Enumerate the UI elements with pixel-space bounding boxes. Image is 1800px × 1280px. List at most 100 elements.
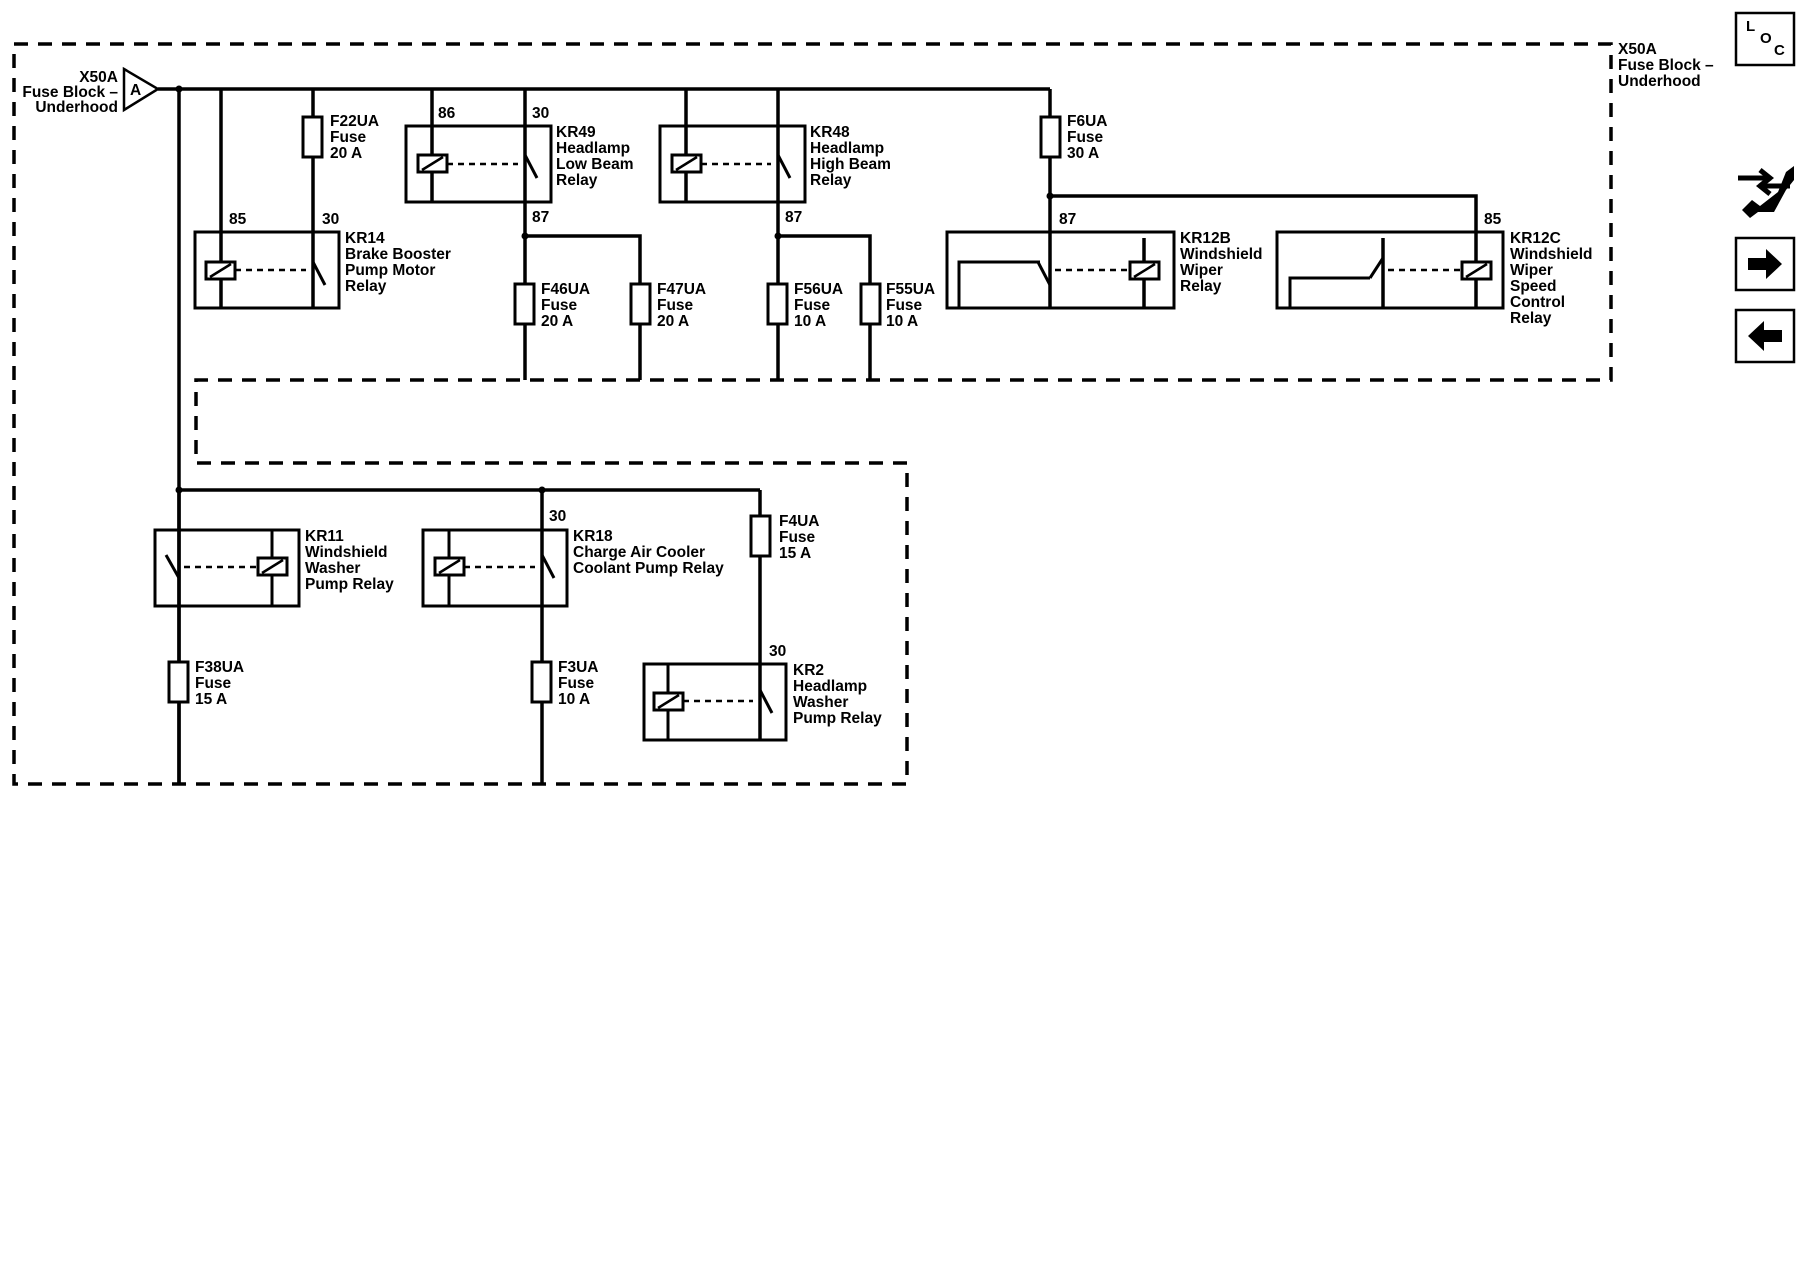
relay-kr14 <box>193 230 341 310</box>
svg-text:O: O <box>1760 30 1772 47</box>
location-icon[interactable]: L O C <box>1734 11 1796 67</box>
svg-text:KR11: KR11 <box>305 528 344 545</box>
svg-text:Underhood: Underhood <box>1618 73 1701 90</box>
connector-desc-2: Underhood <box>35 99 118 116</box>
fuse-f55ua <box>859 282 882 326</box>
fuse-f22ua <box>301 115 324 159</box>
svg-text:Windshield: Windshield <box>1510 246 1593 263</box>
svg-text:Charge Air Cooler: Charge Air Cooler <box>573 544 705 561</box>
svg-text:High Beam: High Beam <box>810 156 891 173</box>
svg-text:87: 87 <box>785 209 802 226</box>
fuse-label-f55ua: F55UA Fuse 10 A <box>886 281 935 330</box>
svg-text:30: 30 <box>532 105 549 122</box>
relays <box>153 124 1505 742</box>
wrench-arrows-icon[interactable] <box>1738 166 1794 218</box>
svg-text:Fuse: Fuse <box>886 297 923 314</box>
fuse-label-f47ua: F47UA Fuse 20 A <box>657 281 706 330</box>
svg-text:KR12C: KR12C <box>1510 230 1561 247</box>
svg-text:30: 30 <box>549 508 566 525</box>
svg-text:10 A: 10 A <box>794 313 826 330</box>
svg-text:Fuse: Fuse <box>558 675 595 692</box>
relay-labels: KR14 Brake Booster Pump Motor Relay KR49… <box>305 124 1593 727</box>
connector-id: X50A <box>79 69 118 86</box>
previous-arrow-icon[interactable] <box>1734 308 1796 364</box>
svg-text:Brake Booster: Brake Booster <box>345 246 451 263</box>
relay-label-kr12b: KR12B Windshield Wiper Relay <box>1180 230 1263 295</box>
relay-kr11 <box>153 528 301 608</box>
svg-text:30 A: 30 A <box>1067 145 1099 162</box>
svg-text:Windshield: Windshield <box>305 544 388 561</box>
svg-text:C: C <box>1774 42 1785 59</box>
junction-dots <box>175 85 1054 494</box>
svg-text:85: 85 <box>229 211 247 228</box>
svg-text:Relay: Relay <box>810 172 852 189</box>
fuse-label-f6ua: F6UA Fuse 30 A <box>1067 113 1107 162</box>
svg-text:F3UA: F3UA <box>558 659 598 676</box>
fuse-f6ua <box>1039 115 1062 159</box>
svg-text:Coolant Pump Relay: Coolant Pump Relay <box>573 560 724 577</box>
relay-label-kr12c: KR12C Windshield Wiper Speed Control Rel… <box>1510 230 1593 327</box>
svg-text:Relay: Relay <box>556 172 598 189</box>
svg-text:Washer: Washer <box>793 694 848 711</box>
svg-text:Relay: Relay <box>345 278 387 295</box>
svg-text:KR14: KR14 <box>345 230 385 247</box>
svg-text:Relay: Relay <box>1510 310 1552 327</box>
fuse-block-outline <box>12 42 1613 786</box>
svg-text:F55UA: F55UA <box>886 281 935 298</box>
fuse-f56ua <box>766 282 789 326</box>
svg-text:Fuse: Fuse <box>779 529 816 546</box>
svg-text:X50A: X50A <box>1618 41 1657 58</box>
svg-text:KR18: KR18 <box>573 528 613 545</box>
fuse-f47ua <box>629 282 652 326</box>
svg-text:Speed: Speed <box>1510 278 1557 295</box>
svg-text:Wiper: Wiper <box>1180 262 1223 279</box>
svg-text:20 A: 20 A <box>657 313 689 330</box>
svg-text:Low Beam: Low Beam <box>556 156 634 173</box>
svg-text:87: 87 <box>1059 211 1076 228</box>
fuse-label-f56ua: F56UA Fuse 10 A <box>794 281 843 330</box>
svg-text:Fuse Block –: Fuse Block – <box>1618 57 1714 74</box>
svg-text:Fuse: Fuse <box>195 675 232 692</box>
svg-text:F22UA: F22UA <box>330 113 379 130</box>
relay-kr48 <box>658 124 807 204</box>
svg-text:87: 87 <box>532 209 549 226</box>
fuse-f38ua <box>167 660 190 704</box>
fuse-label-f3ua: F3UA Fuse 10 A <box>558 659 598 708</box>
connector-triangle-icon <box>122 66 161 113</box>
svg-text:15 A: 15 A <box>195 691 227 708</box>
svg-text:20 A: 20 A <box>541 313 573 330</box>
fuses <box>167 115 1062 704</box>
connector-desc-1: Fuse Block – <box>22 84 118 101</box>
svg-text:Fuse: Fuse <box>1067 129 1104 146</box>
nav-panel: L O C <box>1734 11 1796 364</box>
svg-text:Fuse: Fuse <box>330 129 367 146</box>
relay-label-kr11: KR11 Windshield Washer Pump Relay <box>305 528 394 593</box>
pin-labels: 85 30 86 30 87 87 87 85 30 30 <box>229 105 1502 660</box>
svg-text:F46UA: F46UA <box>541 281 590 298</box>
relay-label-kr48: KR48 Headlamp High Beam Relay <box>810 124 891 189</box>
next-arrow-icon[interactable] <box>1734 236 1796 292</box>
fuse-label-f4ua: F4UA Fuse 15 A <box>779 513 819 562</box>
svg-text:KR2: KR2 <box>793 662 824 679</box>
svg-text:Fuse: Fuse <box>657 297 694 314</box>
svg-text:85: 85 <box>1484 211 1502 228</box>
svg-text:20 A: 20 A <box>330 145 362 162</box>
relay-label-kr49: KR49 Headlamp Low Beam Relay <box>556 124 634 189</box>
svg-text:Wiper: Wiper <box>1510 262 1553 279</box>
svg-text:10 A: 10 A <box>558 691 590 708</box>
relay-label-kr2: KR2 Headlamp Washer Pump Relay <box>793 662 882 727</box>
relay-kr49 <box>404 124 553 204</box>
svg-text:L: L <box>1746 18 1755 35</box>
svg-text:Pump Relay: Pump Relay <box>793 710 882 727</box>
svg-text:KR49: KR49 <box>556 124 596 141</box>
svg-text:86: 86 <box>438 105 456 122</box>
svg-text:F47UA: F47UA <box>657 281 706 298</box>
svg-text:15 A: 15 A <box>779 545 811 562</box>
fuse-f46ua <box>513 282 536 326</box>
svg-text:30: 30 <box>769 643 786 660</box>
relay-label-kr14: KR14 Brake Booster Pump Motor Relay <box>345 230 451 295</box>
fuse-label-f22ua: F22UA Fuse 20 A <box>330 113 379 162</box>
fuse-label-f46ua: F46UA Fuse 20 A <box>541 281 590 330</box>
svg-text:Fuse: Fuse <box>794 297 831 314</box>
